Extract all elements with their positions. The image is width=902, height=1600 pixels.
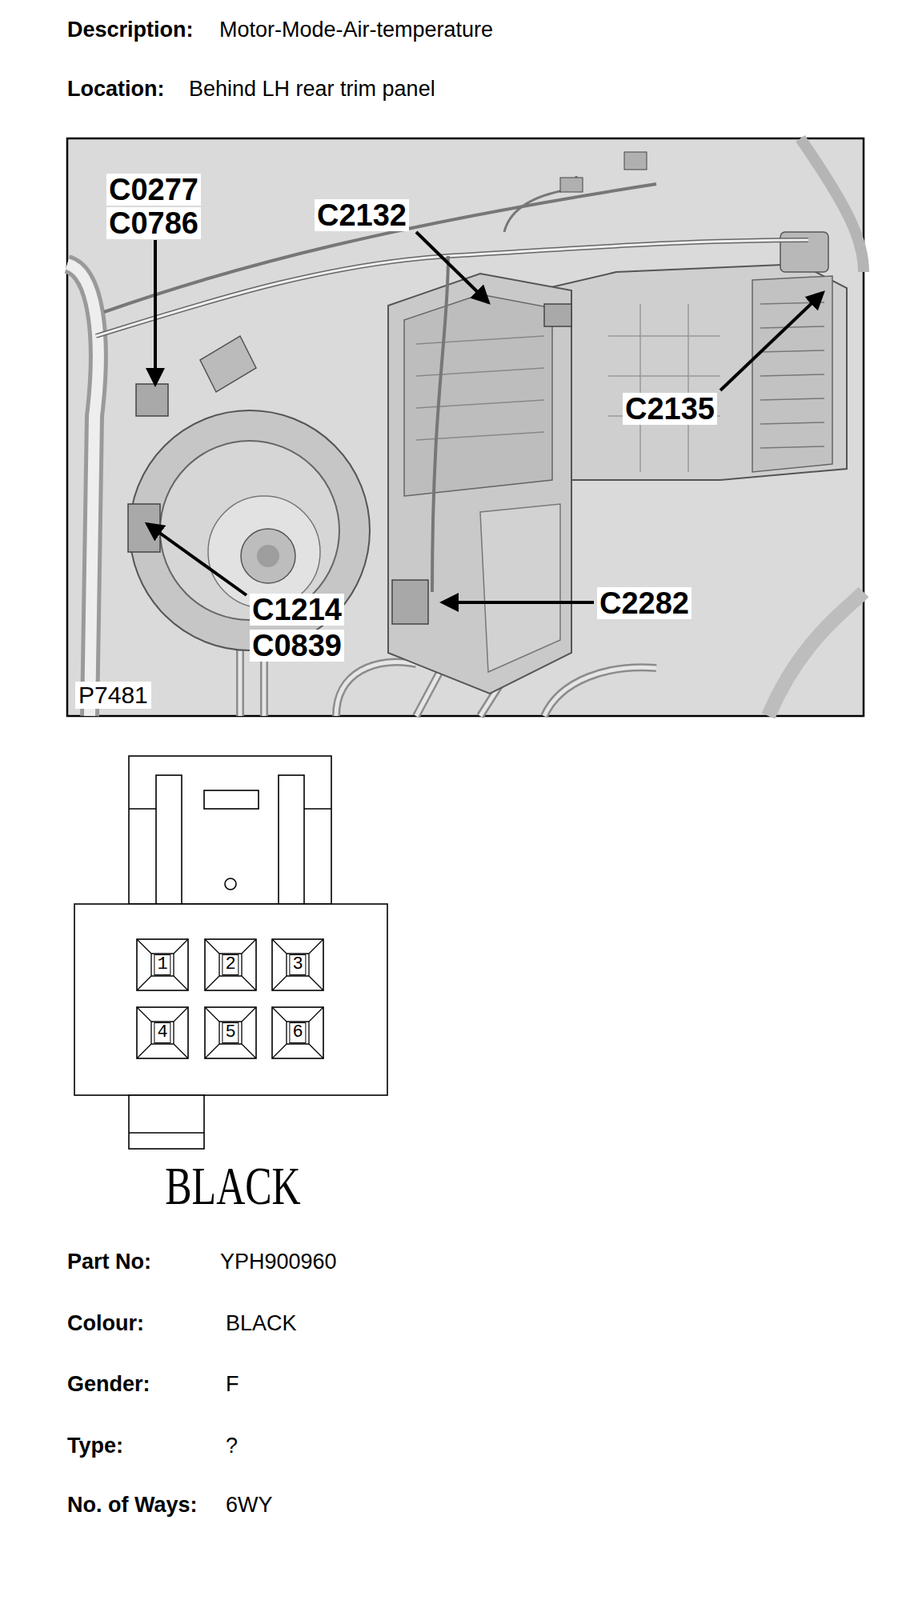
hvac-unit-illustration <box>67 138 864 717</box>
callout-number: C2132 <box>314 199 409 232</box>
field-label: Description: <box>67 18 194 43</box>
field-value: Motor-Mode-Air-temperature <box>219 18 494 43</box>
callout-number: C0277 <box>106 173 201 206</box>
field-label: Colour: <box>67 1312 145 1337</box>
illustration-frame <box>67 138 864 717</box>
callout-number: C0839 <box>249 629 345 662</box>
field-label: Type: <box>67 1435 124 1460</box>
pin-number: 3 <box>288 954 306 976</box>
pin-number: 5 <box>221 1022 239 1044</box>
connector-colour: BLACK <box>164 1158 301 1214</box>
pin-cavity: 4 <box>136 1006 189 1060</box>
leader-arrow <box>442 601 594 605</box>
pin-cavity: 5 <box>204 1006 257 1060</box>
callout-number: C2282 <box>597 587 692 620</box>
field-label: No. of Ways: <box>67 1494 198 1519</box>
field-value: ? <box>225 1435 238 1460</box>
pin-number: 2 <box>221 954 239 976</box>
field-value: BLACK <box>225 1312 297 1337</box>
field-value: YPH900960 <box>220 1250 337 1275</box>
leader-arrow <box>416 232 489 303</box>
pin-cavity: 6 <box>271 1006 325 1060</box>
callout-number: C0786 <box>106 207 201 240</box>
leader-arrow <box>147 524 247 596</box>
pin-cavity: 1 <box>136 938 189 992</box>
field-label: Location: <box>67 77 165 102</box>
leader-arrow <box>720 292 823 391</box>
leader-arrow <box>153 240 157 385</box>
pin-cavity: 3 <box>271 938 325 992</box>
field-value: 6WY <box>225 1494 273 1519</box>
leader-arrows <box>147 232 823 603</box>
callout-number: C1214 <box>249 593 345 626</box>
field-label: Part No: <box>67 1250 152 1275</box>
figure-number: P7481 <box>75 681 152 710</box>
field-value: F <box>225 1373 240 1398</box>
pin-number: 1 <box>153 954 171 976</box>
pin-cavity: 2 <box>204 938 257 992</box>
pin-number: 4 <box>153 1022 171 1044</box>
field-value: Behind LH rear trim panel <box>188 77 436 102</box>
field-label: Gender: <box>67 1373 151 1398</box>
pin-number: 6 <box>288 1022 306 1044</box>
callout-number: C2135 <box>622 392 718 425</box>
connector-face <box>74 756 388 1150</box>
